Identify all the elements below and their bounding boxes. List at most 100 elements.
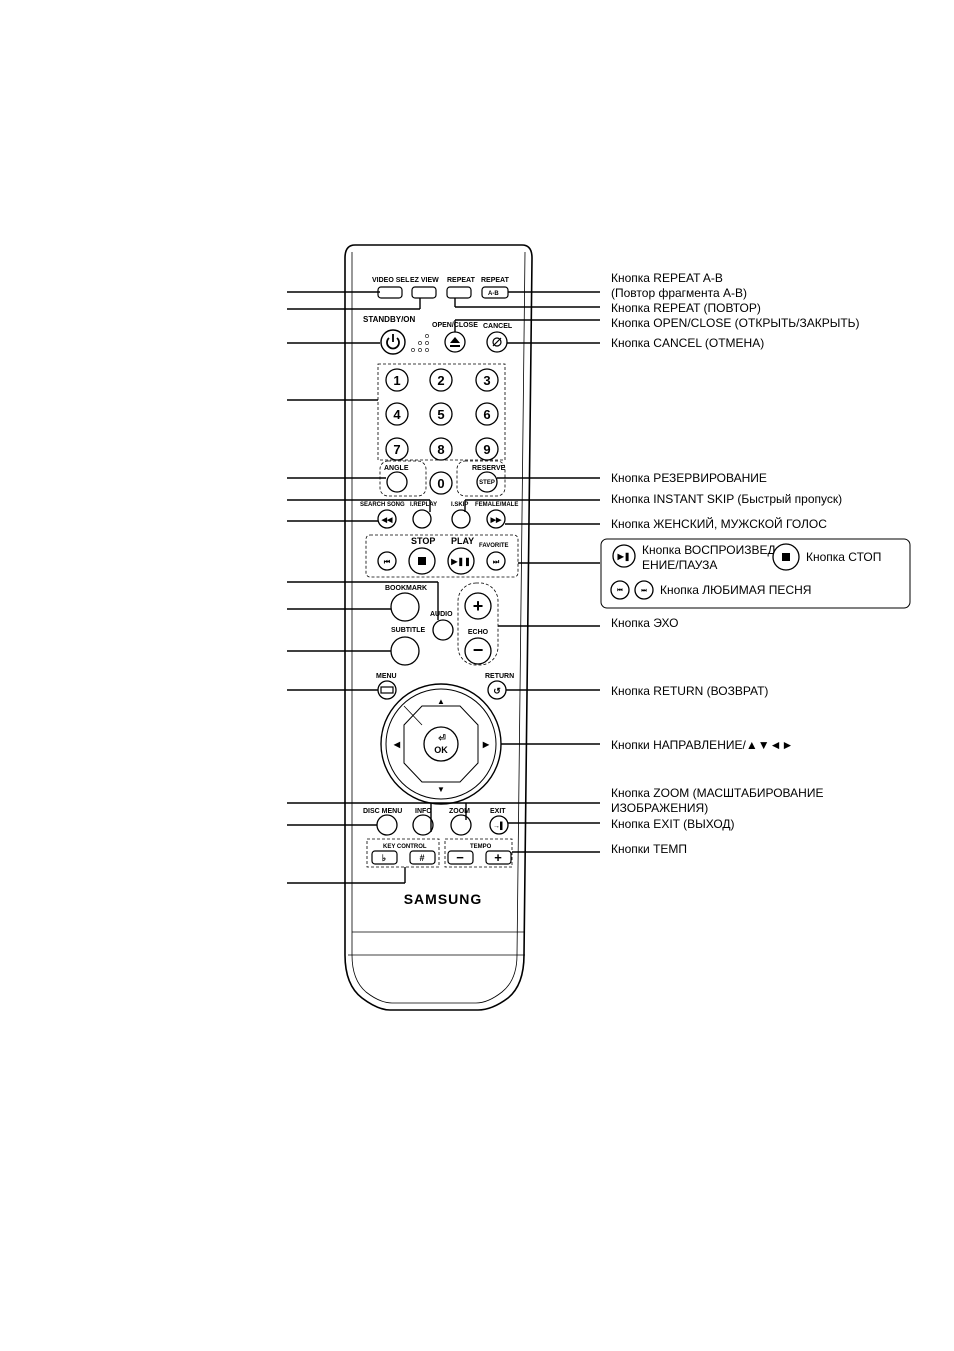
digit-7-button[interactable]: [385, 437, 409, 461]
echo-group: [457, 582, 499, 666]
transport-group: [365, 534, 519, 578]
eject-icon: [450, 337, 460, 347]
zoom-callout-2: ИЗОБРАЖЕНИЯ): [611, 801, 708, 815]
video-sel-button[interactable]: [377, 286, 403, 299]
sharp-icon: #: [419, 853, 424, 863]
repeat-label: REPEAT: [447, 277, 476, 284]
key-control-label: KEY CONTROL: [383, 844, 427, 850]
female-male-button[interactable]: [486, 509, 506, 529]
power-icon: [386, 334, 400, 350]
audio-button[interactable]: [432, 619, 454, 641]
echo-up-button[interactable]: [464, 592, 492, 620]
arrow-left-icon[interactable]: ◀: [393, 740, 401, 749]
prev-track-button[interactable]: [377, 551, 397, 571]
echo-down-button[interactable]: [464, 637, 492, 665]
instant-skip-callout: Кнопка INSTANT SKIP (Быстрый пропуск): [611, 492, 842, 506]
i-skip-button[interactable]: [451, 509, 471, 529]
right-leader-lines: [454, 291, 600, 853]
echo-label: ECHO: [468, 629, 489, 636]
i-skip-label: I.SKIP: [451, 502, 468, 508]
digit-0-button[interactable]: [429, 471, 453, 495]
direction-callout: Кнопки НАПРАВЛЕНИЕ/▲▼◄►: [611, 738, 793, 752]
exit-button[interactable]: [489, 815, 509, 835]
stop-label: STOP: [411, 536, 435, 546]
stop-callout: Кнопка СТОП: [806, 550, 881, 564]
direction-pad: ⏎ OK ▲ ▼ ◀ ▶: [380, 683, 502, 805]
female-male-callout: Кнопка ЖЕНСКИЙ, МУЖСКОЙ ГОЛОС: [611, 516, 827, 531]
digit-4-button[interactable]: [385, 402, 409, 426]
subtitle-button[interactable]: [390, 636, 420, 666]
audio-label: AUDIO: [430, 611, 453, 618]
skip-forward-icon: ⏭: [493, 559, 500, 566]
tempo-down-button[interactable]: [447, 850, 474, 865]
stop-icon: [418, 557, 426, 565]
ok-button[interactable]: [423, 726, 459, 762]
digit-0-text: 0: [437, 476, 444, 491]
digit-3-button[interactable]: [475, 368, 499, 392]
digit-2-text: 2: [437, 373, 444, 388]
favorite-label: FAVORITE: [479, 543, 509, 549]
key-flat-button[interactable]: [371, 850, 398, 865]
step-text: STEP: [479, 480, 495, 486]
digit-1-text: 1: [393, 373, 400, 388]
reserve-group: [456, 460, 506, 497]
arrow-right-icon[interactable]: ▶: [482, 740, 490, 749]
ok-text: OK: [434, 745, 448, 755]
favorite-button[interactable]: [486, 551, 506, 571]
tempo-plus-icon: +: [494, 850, 502, 865]
fast-forward-icon: ▶▶: [490, 517, 502, 524]
play-pause-button[interactable]: [447, 547, 475, 575]
digit-5-button[interactable]: [429, 402, 453, 426]
bookmark-label: BOOKMARK: [385, 585, 427, 592]
digit-8-button[interactable]: [429, 437, 453, 461]
digit-6-button[interactable]: [475, 402, 499, 426]
zoom-callout-1: Кнопка ZOOM (МАСШТАБИРОВАНИЕ: [611, 786, 823, 800]
digit-1-button[interactable]: [385, 368, 409, 392]
legend-play-pause-icon: [612, 544, 636, 568]
exit-icon: →▌: [493, 821, 505, 831]
legend-next-icon: [634, 580, 654, 600]
favorite-callout: Кнопка ЛЮБИМАЯ ПЕСНЯ: [660, 583, 811, 597]
transport-legend-box: ▶❚ Кнопка ВОСПРОИЗВЕД ЕНИЕ/ПАУЗА Кнопка …: [600, 538, 911, 609]
digit-9-text: 9: [483, 442, 490, 457]
tempo-up-button[interactable]: [485, 850, 512, 865]
repeat-ab-key-text: A-B: [488, 291, 499, 297]
step-button[interactable]: [476, 471, 498, 493]
tempo-minus-icon: −: [456, 850, 464, 865]
digit-2-button[interactable]: [429, 368, 453, 392]
play-pause-callout-1: Кнопка ВОСПРОИЗВЕД: [642, 543, 776, 557]
standby-label: STANDBY/ON: [363, 315, 416, 324]
repeat-ab-callout-2: (Повтор фрагмента A-B): [611, 286, 747, 300]
info-button[interactable]: [412, 814, 434, 836]
key-sharp-button[interactable]: [409, 850, 436, 865]
repeat-button[interactable]: [446, 286, 472, 299]
search-song-label: SEARCH SONG: [360, 502, 405, 508]
angle-button[interactable]: [386, 471, 408, 493]
legend-play-pause-glyph: ▶❚: [617, 552, 631, 562]
key-control-group: [366, 838, 440, 868]
left-leader-lines: [287, 291, 600, 884]
ez-view-button[interactable]: [411, 286, 437, 299]
tempo-group: [444, 838, 513, 868]
digit-9-button[interactable]: [475, 437, 499, 461]
video-sel-label: VIDEO SEL: [372, 277, 410, 284]
search-song-button[interactable]: [377, 509, 397, 529]
zoom-label: ZOOM: [449, 808, 470, 815]
number-pad: 1 2 3 4 5 6 7 8 9: [385, 368, 499, 461]
zoom-button[interactable]: [450, 814, 472, 836]
info-label: INFO: [415, 808, 432, 815]
bookmark-button[interactable]: [390, 592, 420, 622]
indicator-dots: [411, 334, 429, 352]
menu-icon: [380, 686, 394, 694]
i-replay-button[interactable]: [412, 509, 432, 529]
reserve-label: RESERVE: [472, 465, 506, 472]
disc-menu-button[interactable]: [376, 814, 398, 836]
minus-icon: −: [473, 640, 484, 660]
exit-label: EXIT: [490, 808, 506, 815]
legend-prev-icon: [610, 580, 630, 600]
digit-5-text: 5: [437, 407, 444, 422]
cancel-callout: Кнопка CANCEL (ОТМЕНА): [611, 336, 764, 350]
arrow-down-icon[interactable]: ▼: [437, 785, 445, 794]
play-pause-icon: ▶❚❚: [450, 557, 471, 567]
arrow-up-icon[interactable]: ▲: [437, 697, 445, 706]
